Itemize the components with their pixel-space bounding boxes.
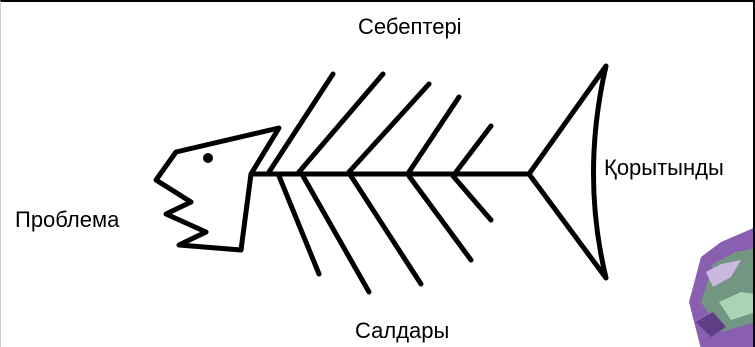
conclusion-label: Қорытынды (604, 157, 724, 179)
effects-label: Салдары (355, 320, 449, 342)
causes-label: Себептері (358, 16, 462, 38)
problem-label: Проблема (15, 209, 119, 231)
